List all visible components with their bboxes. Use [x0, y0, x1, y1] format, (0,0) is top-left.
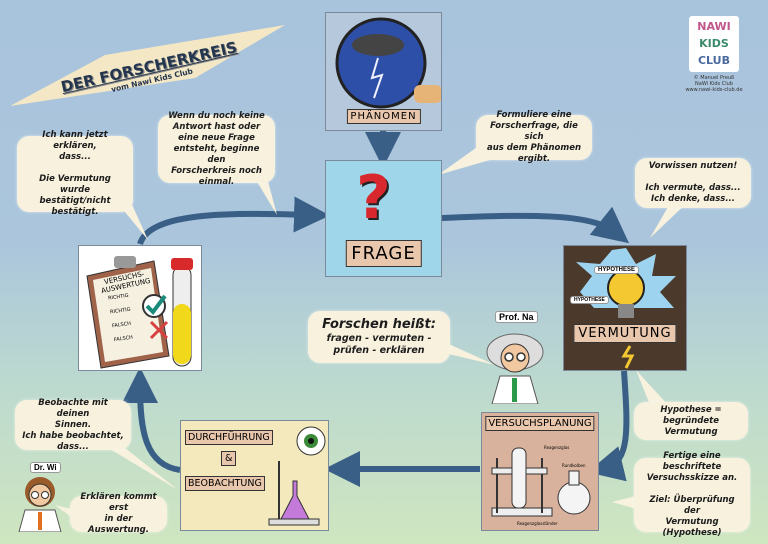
- prof-name-tag: Prof. Na: [495, 311, 538, 323]
- hypothese-tag: HYPOTHESE: [594, 266, 640, 274]
- bubble-versuchsskizze: Fertige eine beschriftete Versuchsskizze…: [634, 451, 750, 538]
- station-versuchsplanung: VERSUCHSPLANUNG Reagenzglas Rundkolben R…: [481, 412, 599, 531]
- label-beobachtung: BEOBACHTUNG: [185, 476, 265, 491]
- credit-line: www.nawi-kids-club.de: [685, 87, 743, 93]
- clipboard-testtube-icon: [86, 256, 193, 369]
- label-ampersand: &: [221, 451, 237, 466]
- station-durchfuehrung: DURCHFÜHRUNG & BEOBACHTUNG: [180, 420, 329, 531]
- result-item: FALSCH: [113, 334, 134, 344]
- title-banner-shape: [10, 25, 285, 106]
- professor-avatar: [486, 333, 544, 404]
- thunderstorm-icon: [335, 17, 441, 109]
- eye-flask-icon: [268, 426, 326, 526]
- arrow-auswertung-frage: [137, 196, 330, 246]
- logo-line: NAWI: [697, 20, 731, 33]
- bubble-erklaeren: Ich kann jetzt erklären, dass... Die Ver…: [17, 130, 133, 217]
- bubble-forschen-heisst: Forschen heißt: fragen - vermuten - prüf…: [308, 311, 450, 363]
- center-title: Forschen heißt:: [322, 317, 436, 332]
- station-vermutung: HYPOTHESE HYPOTHESE VERMUTUNG: [563, 245, 687, 371]
- station-phaenomen: PHÄNOMEN: [325, 12, 442, 131]
- label-frage: FRAGE: [345, 240, 422, 267]
- label-versuchsplanung: VERSUCHSPLANUNG: [485, 416, 595, 431]
- hypothese-tag-small: HYPOTHESE: [570, 296, 609, 304]
- center-line: fragen - vermuten -: [326, 333, 432, 344]
- bubble-forscherfrage: Formuliere eine Forscherfrage, die sich …: [476, 110, 592, 164]
- bubble-neu-beginnen: Wenn du noch keine Antwort hast oder ein…: [158, 111, 275, 187]
- arrow-durchfuehrung-auswertung: [122, 367, 181, 473]
- doctor-avatar: [18, 477, 62, 532]
- label-phaenomen: PHÄNOMEN: [346, 109, 421, 124]
- sketch-label: Reagenzglasständer: [517, 521, 558, 526]
- label-vermutung: VERMUTUNG: [573, 324, 677, 343]
- bubble-auswertung-hinweis: Erklären kommt erst in der Auswertung.: [70, 492, 167, 535]
- credits: © Manuel Preuß NaWi Kids Club www.nawi-k…: [676, 75, 752, 93]
- logo-line: CLUB: [697, 54, 730, 67]
- sketch-label: Rundkolben: [562, 463, 586, 468]
- bubble-hypothese: Hypothese = begründete Vermutung: [634, 402, 748, 440]
- credit-line: © Manuel Preuß: [693, 75, 735, 81]
- bubble-vorwissen: Vorwissen nutzen! Ich vermute, dass... I…: [635, 158, 751, 208]
- arrow-vermutung-planung: [587, 370, 630, 482]
- bubble-beobachte: Beobachte mit deinen Sinnen. Ich habe be…: [15, 398, 131, 452]
- credit-line: NaWi Kids Club: [695, 81, 733, 87]
- station-auswertung: VERSUCHS-AUSWERTUNG RICHTIG RICHTIG FALS…: [78, 245, 202, 371]
- station-frage: ? FRAGE: [325, 160, 442, 277]
- label-durchfuehrung: DURCHFÜHRUNG: [185, 430, 273, 445]
- lightbulb-icon: [576, 248, 676, 369]
- dr-name-tag: Dr. Wi: [30, 462, 61, 473]
- logo-line: KIDS: [699, 37, 729, 50]
- lab-setup-sketch: [491, 447, 591, 517]
- question-mark-icon: ?: [356, 163, 391, 233]
- arrow-frage-vermutung: [441, 206, 630, 244]
- center-line: prüfen - erklären: [333, 345, 425, 356]
- nawi-kids-club-logo: NAWI KIDS CLUB: [689, 16, 739, 72]
- sketch-label: Reagenzglas: [544, 445, 570, 450]
